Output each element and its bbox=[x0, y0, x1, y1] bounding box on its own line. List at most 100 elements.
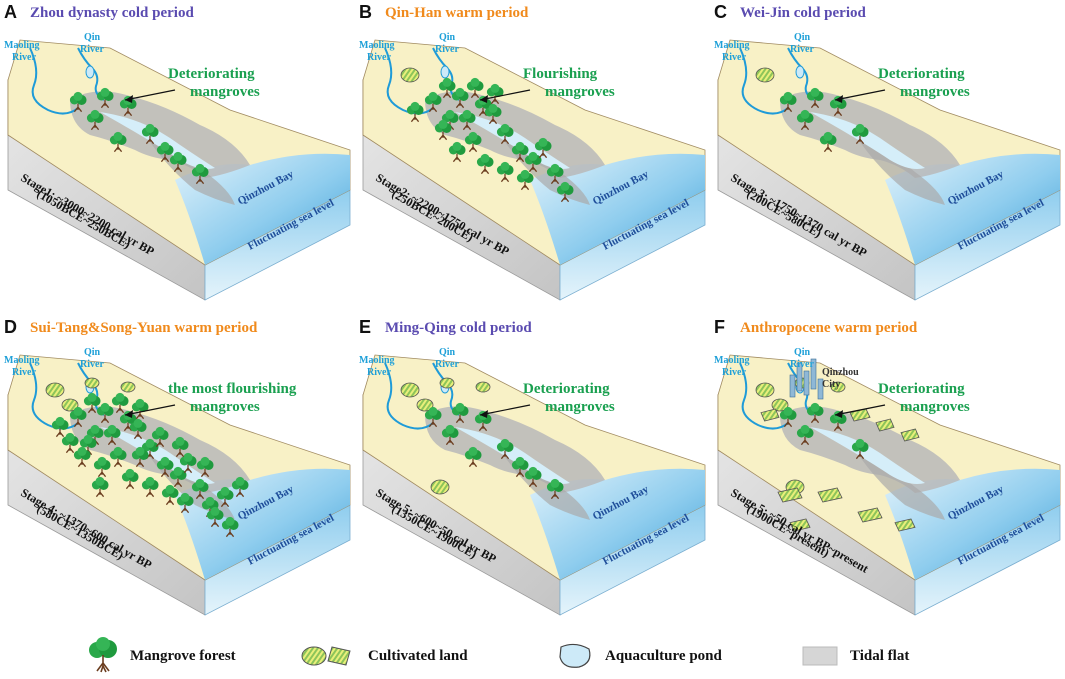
maoling-river-label-2: River bbox=[367, 367, 391, 378]
cultivated-land bbox=[830, 381, 846, 393]
mangrove-tree bbox=[216, 486, 234, 508]
mangrove-tree bbox=[96, 402, 114, 424]
mangrove-tree bbox=[546, 163, 564, 185]
legend-label-pond: Aquaculture pond bbox=[605, 647, 722, 664]
cultivated-land bbox=[416, 398, 434, 412]
mangrove-tree bbox=[829, 95, 847, 117]
arrow-head bbox=[480, 410, 488, 418]
mangrove-tree-icon bbox=[89, 637, 117, 673]
mangrove-tree bbox=[806, 402, 824, 424]
status-label-line1: Flourishing bbox=[523, 66, 598, 82]
mangrove-tree bbox=[496, 438, 514, 460]
mangrove-tree bbox=[511, 141, 529, 163]
city-label-line2: City bbox=[822, 379, 840, 390]
mangrove-tree bbox=[196, 456, 214, 478]
mangrove-tree bbox=[141, 123, 159, 145]
cultivated-land bbox=[755, 382, 775, 398]
mangrove-tree bbox=[109, 131, 127, 153]
mangrove-tree bbox=[851, 123, 869, 145]
mangrove-tree bbox=[779, 91, 797, 113]
maoling-river-label-2: River bbox=[12, 52, 36, 63]
mangrove-tree bbox=[161, 484, 179, 506]
mangrove-tree bbox=[79, 434, 97, 456]
sea-surface bbox=[885, 153, 1060, 265]
estuary-channel bbox=[810, 427, 925, 484]
status-label-line1: Deteriorating bbox=[168, 66, 255, 82]
qinzhou-city bbox=[789, 358, 824, 400]
cultivated-land bbox=[771, 398, 789, 412]
status-label-line2: mangroves bbox=[900, 399, 970, 415]
mangrove-tree bbox=[61, 432, 79, 454]
mangrove-tree bbox=[179, 452, 197, 474]
cultivated-land bbox=[61, 398, 79, 412]
mangrove-tree bbox=[191, 163, 209, 185]
panel-title: Wei-Jin cold period bbox=[740, 5, 866, 21]
mangrove-tree bbox=[496, 161, 514, 183]
status-label-line2: mangroves bbox=[900, 84, 970, 100]
status-arrow bbox=[479, 89, 531, 101]
qin-river-label-1: Qin bbox=[794, 32, 811, 43]
maoling-river bbox=[29, 47, 79, 115]
mangrove-tree bbox=[511, 456, 529, 478]
status-label-line2: mangroves bbox=[545, 84, 615, 100]
aquaculture-pond bbox=[795, 65, 805, 79]
mangrove-tree bbox=[109, 446, 127, 468]
maoling-river-label-1: Maoling bbox=[4, 355, 40, 366]
mangrove-tree bbox=[141, 438, 159, 460]
status-label-line2: mangroves bbox=[190, 84, 260, 100]
mangrove-tree bbox=[451, 87, 469, 109]
mangrove-tree bbox=[406, 101, 424, 123]
qin-river-label-2: River bbox=[790, 359, 814, 370]
maoling-river-label-1: Maoling bbox=[4, 40, 40, 51]
qin-river-label-1: Qin bbox=[794, 347, 811, 358]
mangrove-tree bbox=[131, 446, 149, 468]
city-label-line1: Qinzhou bbox=[822, 367, 859, 378]
mangrove-tree bbox=[524, 466, 542, 488]
cultivated-land bbox=[400, 67, 420, 83]
legend-item-pond: Aquaculture pond bbox=[555, 636, 722, 676]
mangrove-tree bbox=[221, 516, 239, 538]
panel-title: Ming-Qing cold period bbox=[385, 320, 532, 336]
mangrove-tree bbox=[69, 91, 87, 113]
mangrove-tree bbox=[91, 476, 109, 498]
cultivated-land-icon bbox=[301, 646, 351, 666]
mangrove-tree bbox=[458, 109, 476, 131]
cultivated-land bbox=[400, 382, 420, 398]
legend-label-tidal: Tidal flat bbox=[850, 647, 910, 664]
estuary-channel bbox=[810, 112, 925, 169]
arrow-head bbox=[480, 95, 488, 103]
qin-river bbox=[432, 362, 460, 416]
cultivated-land bbox=[817, 487, 843, 503]
cultivated-land bbox=[84, 377, 100, 389]
mangrove-tree bbox=[851, 438, 869, 460]
maoling-river bbox=[384, 362, 434, 430]
panel-title: Qin-Han warm period bbox=[385, 5, 529, 21]
mangrove-tree bbox=[438, 77, 456, 99]
status-arrow bbox=[834, 89, 886, 101]
qin-river bbox=[787, 47, 815, 101]
mangrove-tree bbox=[819, 131, 837, 153]
arrow-head bbox=[835, 95, 843, 103]
panel-title: Anthropocene warm period bbox=[740, 320, 918, 336]
panel-letter: A bbox=[4, 2, 17, 22]
mangrove-tree bbox=[476, 153, 494, 175]
status-label-line2: mangroves bbox=[545, 399, 615, 415]
mangrove-tree bbox=[524, 151, 542, 173]
mangrove-tree bbox=[86, 424, 104, 446]
mangrove-tree bbox=[69, 406, 87, 428]
status-arrow bbox=[479, 404, 531, 416]
cultivated-land bbox=[430, 479, 450, 495]
mangrove-tree bbox=[806, 87, 824, 109]
maoling-river-label-2: River bbox=[722, 367, 746, 378]
tidal-flat-lower bbox=[860, 457, 945, 520]
cultivated-land bbox=[760, 408, 780, 422]
sea-surface bbox=[885, 468, 1060, 580]
panel-title: Sui-Tang&Song-Yuan warm period bbox=[30, 320, 258, 336]
mangrove-tree bbox=[424, 406, 442, 428]
cultivated-land bbox=[857, 507, 883, 523]
